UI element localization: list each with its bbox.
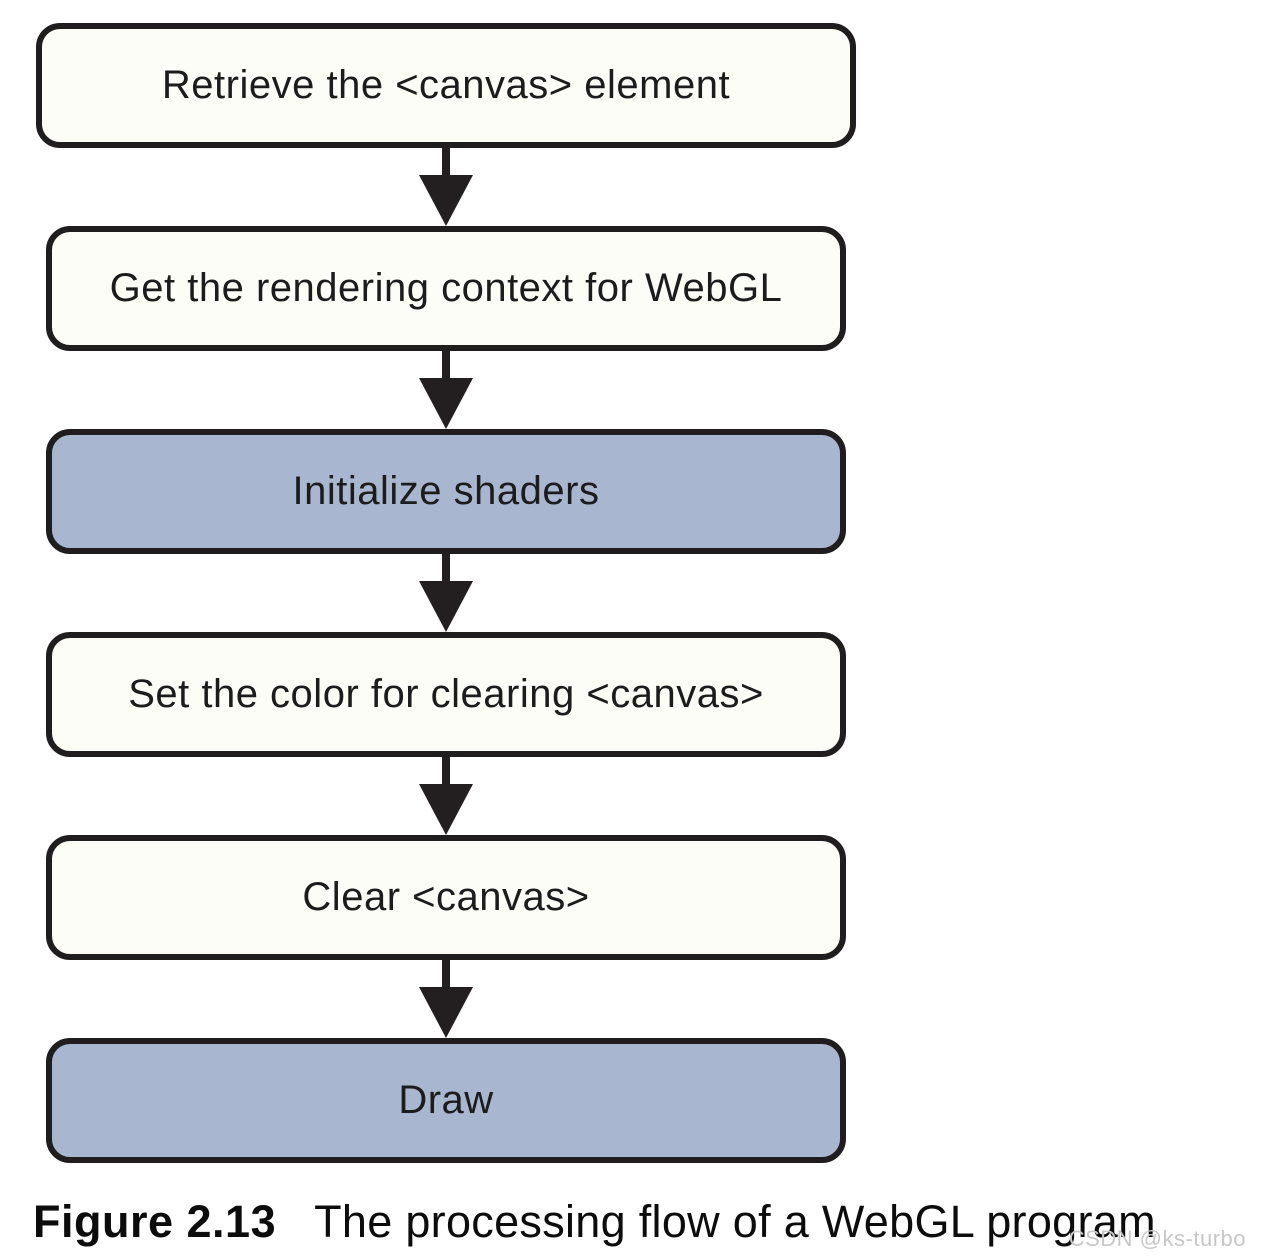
- flow-node-label: Set the color for clearing <canvas>: [128, 672, 764, 716]
- figure-caption-number: Figure 2.13: [33, 1196, 277, 1247]
- arrow-down-icon: [419, 554, 473, 632]
- arrow-down-icon: [419, 351, 473, 429]
- figure-caption: Figure 2.13 The processing flow of a WebG…: [33, 1196, 1262, 1248]
- flow-node-label: Draw: [398, 1078, 494, 1122]
- flow-node-draw: Draw: [46, 1038, 846, 1163]
- flowchart: Retrieve the <canvas> element Get the re…: [36, 23, 856, 1163]
- flow-node-retrieve-canvas: Retrieve the <canvas> element: [36, 23, 856, 148]
- flow-node-label: Retrieve the <canvas> element: [161, 63, 731, 107]
- flow-node-label: Get the rendering context for WebGL: [109, 266, 783, 310]
- arrow-down-icon: [419, 148, 473, 226]
- figure-caption-text: The processing flow of a WebGL program: [314, 1196, 1156, 1247]
- flow-node-initialize-shaders: Initialize shaders: [46, 429, 846, 554]
- watermark: CSDN @ks-turbo: [1068, 1226, 1246, 1251]
- flow-node-set-clear-color: Set the color for clearing <canvas>: [46, 632, 846, 757]
- flow-node-clear-canvas: Clear <canvas>: [46, 835, 846, 960]
- flow-node-label: Clear <canvas>: [302, 875, 590, 919]
- flow-node-get-context: Get the rendering context for WebGL: [46, 226, 846, 351]
- arrow-down-icon: [419, 960, 473, 1038]
- flow-node-label: Initialize shaders: [292, 469, 600, 513]
- arrow-down-icon: [419, 757, 473, 835]
